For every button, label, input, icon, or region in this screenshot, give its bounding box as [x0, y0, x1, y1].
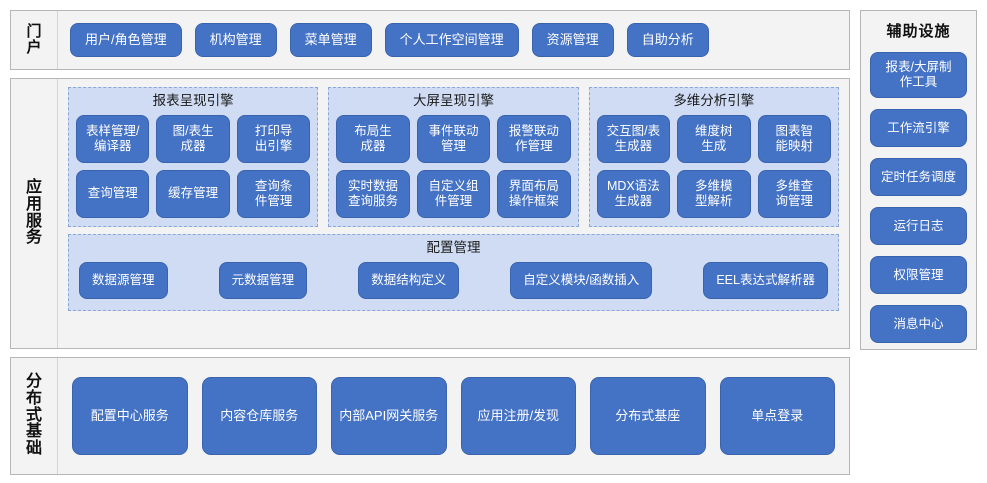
service-content-repository[interactable]: 内容仓库服务	[201, 377, 317, 455]
aux-item-scheduled-task-scheduler[interactable]: 定时任务调度	[870, 158, 967, 196]
module-custom-component-management[interactable]: 自定义组 件管理	[416, 169, 491, 218]
engine-group-multidimensional-analysis-items: 交互图/表 生成器 维度树 生成 图表智 能映射 MDX语法 生成器 多维模 型…	[596, 114, 831, 218]
aux-item-runtime-log[interactable]: 运行日志	[870, 207, 967, 245]
module-multidimensional-model-parsing[interactable]: 多维模 型解析	[677, 169, 751, 218]
module-report-template-management-compiler[interactable]: 表样管理/ 编译器	[76, 114, 150, 163]
module-data-structure-definition[interactable]: 数据结构定义	[358, 261, 460, 299]
module-query-condition-management[interactable]: 查询条 件管理	[236, 169, 311, 218]
portal-section-label: 门户	[11, 11, 58, 69]
module-interactive-chart-table-generator[interactable]: 交互图/表 生成器	[596, 114, 671, 163]
module-mdx-syntax-generator[interactable]: MDX语法 生成器	[596, 169, 671, 218]
portal-section: 门户 用户/角色管理 机构管理 菜单管理 个人工作空间管理 资源管理 自助分析	[10, 10, 850, 70]
module-alarm-linkage-action-management[interactable]: 报警联动 作管理	[497, 114, 571, 163]
engine-group-multidimensional-analysis-title: 多维分析引擎	[673, 93, 755, 108]
distributed-foundation-section-label-text: 分布式基础	[26, 373, 43, 458]
module-event-linkage-management[interactable]: 事件联动 管理	[416, 114, 491, 163]
module-multidimensional-query-management[interactable]: 多维查 询管理	[757, 169, 831, 218]
main-column: 门户 用户/角色管理 机构管理 菜单管理 个人工作空间管理 资源管理 自助分析 …	[10, 10, 850, 475]
portal-item-resource-management[interactable]: 资源管理	[531, 23, 614, 57]
application-service-body: 报表呈现引擎 表样管理/ 编译器 图/表生 成器 打印导 出引擎 查询管理 缓存…	[58, 79, 849, 348]
module-chart-table-generator[interactable]: 图/表生 成器	[156, 114, 230, 163]
config-management-group-title: 配置管理	[426, 239, 481, 255]
config-management-items: 数据源管理 元数据管理 数据结构定义 自定义模块/函数插入 EEL表达式解析器	[79, 261, 828, 299]
application-service-section-label: 应用服务	[11, 79, 58, 348]
engine-group-report-rendering-items: 表样管理/ 编译器 图/表生 成器 打印导 出引擎 查询管理 缓存管理 查询条 …	[76, 114, 311, 218]
module-datasource-management[interactable]: 数据源管理	[79, 261, 168, 299]
application-service-section-label-text: 应用服务	[26, 178, 43, 247]
engine-group-large-screen-rendering-title: 大屏呈现引擎	[412, 93, 494, 108]
aux-item-report-dashboard-authoring-tool[interactable]: 报表/大屏制 作工具	[870, 52, 967, 98]
portal-item-list: 用户/角色管理 机构管理 菜单管理 个人工作空间管理 资源管理 自助分析	[58, 11, 849, 69]
module-ui-layout-operation-framework[interactable]: 界面布局 操作框架	[497, 169, 571, 218]
config-management-group: 配置管理 数据源管理 元数据管理 数据结构定义 自定义模块/函数插入 EEL表达…	[68, 233, 839, 311]
diagram-layout: 门户 用户/角色管理 机构管理 菜单管理 个人工作空间管理 资源管理 自助分析 …	[10, 10, 977, 475]
distributed-foundation-item-list: 配置中心服务 内容仓库服务 内部API网关服务 应用注册/发现 分布式基座 单点…	[58, 358, 849, 474]
engine-group-report-rendering: 报表呈现引擎 表样管理/ 编译器 图/表生 成器 打印导 出引擎 查询管理 缓存…	[68, 87, 319, 227]
auxiliary-facilities-section: 辅助设施 报表/大屏制 作工具 工作流引擎 定时任务调度 运行日志 权限管理 消…	[860, 10, 977, 350]
service-internal-api-gateway[interactable]: 内部API网关服务	[331, 377, 447, 455]
auxiliary-facilities-item-list: 报表/大屏制 作工具 工作流引擎 定时任务调度 运行日志 权限管理 消息中心	[870, 52, 967, 343]
module-realtime-data-query-service[interactable]: 实时数据 查询服务	[336, 169, 410, 218]
module-print-export-engine[interactable]: 打印导 出引擎	[236, 114, 311, 163]
module-eel-expression-parser[interactable]: EEL表达式解析器	[703, 261, 828, 299]
portal-item-self-service-analysis[interactable]: 自助分析	[626, 23, 709, 57]
module-layout-generator[interactable]: 布局生 成器	[336, 114, 410, 163]
portal-item-user-role-management[interactable]: 用户/角色管理	[70, 23, 182, 57]
aux-item-permission-management[interactable]: 权限管理	[870, 256, 967, 294]
module-chart-intelligent-mapping[interactable]: 图表智 能映射	[757, 114, 831, 163]
service-app-registration-discovery[interactable]: 应用注册/发现	[460, 377, 576, 455]
module-query-management[interactable]: 查询管理	[76, 169, 150, 218]
portal-item-personal-workspace-management[interactable]: 个人工作空间管理	[384, 23, 519, 57]
service-distributed-base[interactable]: 分布式基座	[590, 377, 706, 455]
engine-group-report-rendering-title: 报表呈现引擎	[152, 93, 234, 108]
aux-item-workflow-engine[interactable]: 工作流引擎	[870, 109, 967, 147]
distributed-foundation-section: 分布式基础 配置中心服务 内容仓库服务 内部API网关服务 应用注册/发现 分布…	[10, 357, 850, 475]
module-custom-module-function-insertion[interactable]: 自定义模块/函数插入	[510, 261, 653, 299]
engines-row: 报表呈现引擎 表样管理/ 编译器 图/表生 成器 打印导 出引擎 查询管理 缓存…	[68, 87, 839, 227]
module-metadata-management[interactable]: 元数据管理	[218, 261, 308, 299]
engine-group-large-screen-rendering-items: 布局生 成器 事件联动 管理 报警联动 作管理 实时数据 查询服务 自定义组 件…	[336, 114, 571, 218]
service-single-sign-on[interactable]: 单点登录	[719, 377, 835, 455]
engine-group-multidimensional-analysis: 多维分析引擎 交互图/表 生成器 维度树 生成 图表智 能映射 MDX语法 生成…	[588, 87, 839, 227]
module-cache-management[interactable]: 缓存管理	[156, 169, 230, 218]
service-config-center[interactable]: 配置中心服务	[72, 377, 188, 455]
distributed-foundation-section-label: 分布式基础	[11, 358, 58, 474]
auxiliary-facilities-title: 辅助设施	[886, 23, 951, 40]
engine-group-large-screen-rendering: 大屏呈现引擎 布局生 成器 事件联动 管理 报警联动 作管理 实时数据 查询服务…	[328, 87, 579, 227]
application-service-section: 应用服务 报表呈现引擎 表样管理/ 编译器 图/表生 成器 打印导 出引擎 查询…	[10, 78, 850, 349]
module-dimension-tree-generation[interactable]: 维度树 生成	[677, 114, 751, 163]
portal-item-menu-management[interactable]: 菜单管理	[289, 23, 372, 57]
portal-section-label-text: 门户	[26, 23, 42, 56]
portal-item-org-management[interactable]: 机构管理	[194, 23, 277, 57]
aux-item-message-center[interactable]: 消息中心	[870, 305, 967, 343]
